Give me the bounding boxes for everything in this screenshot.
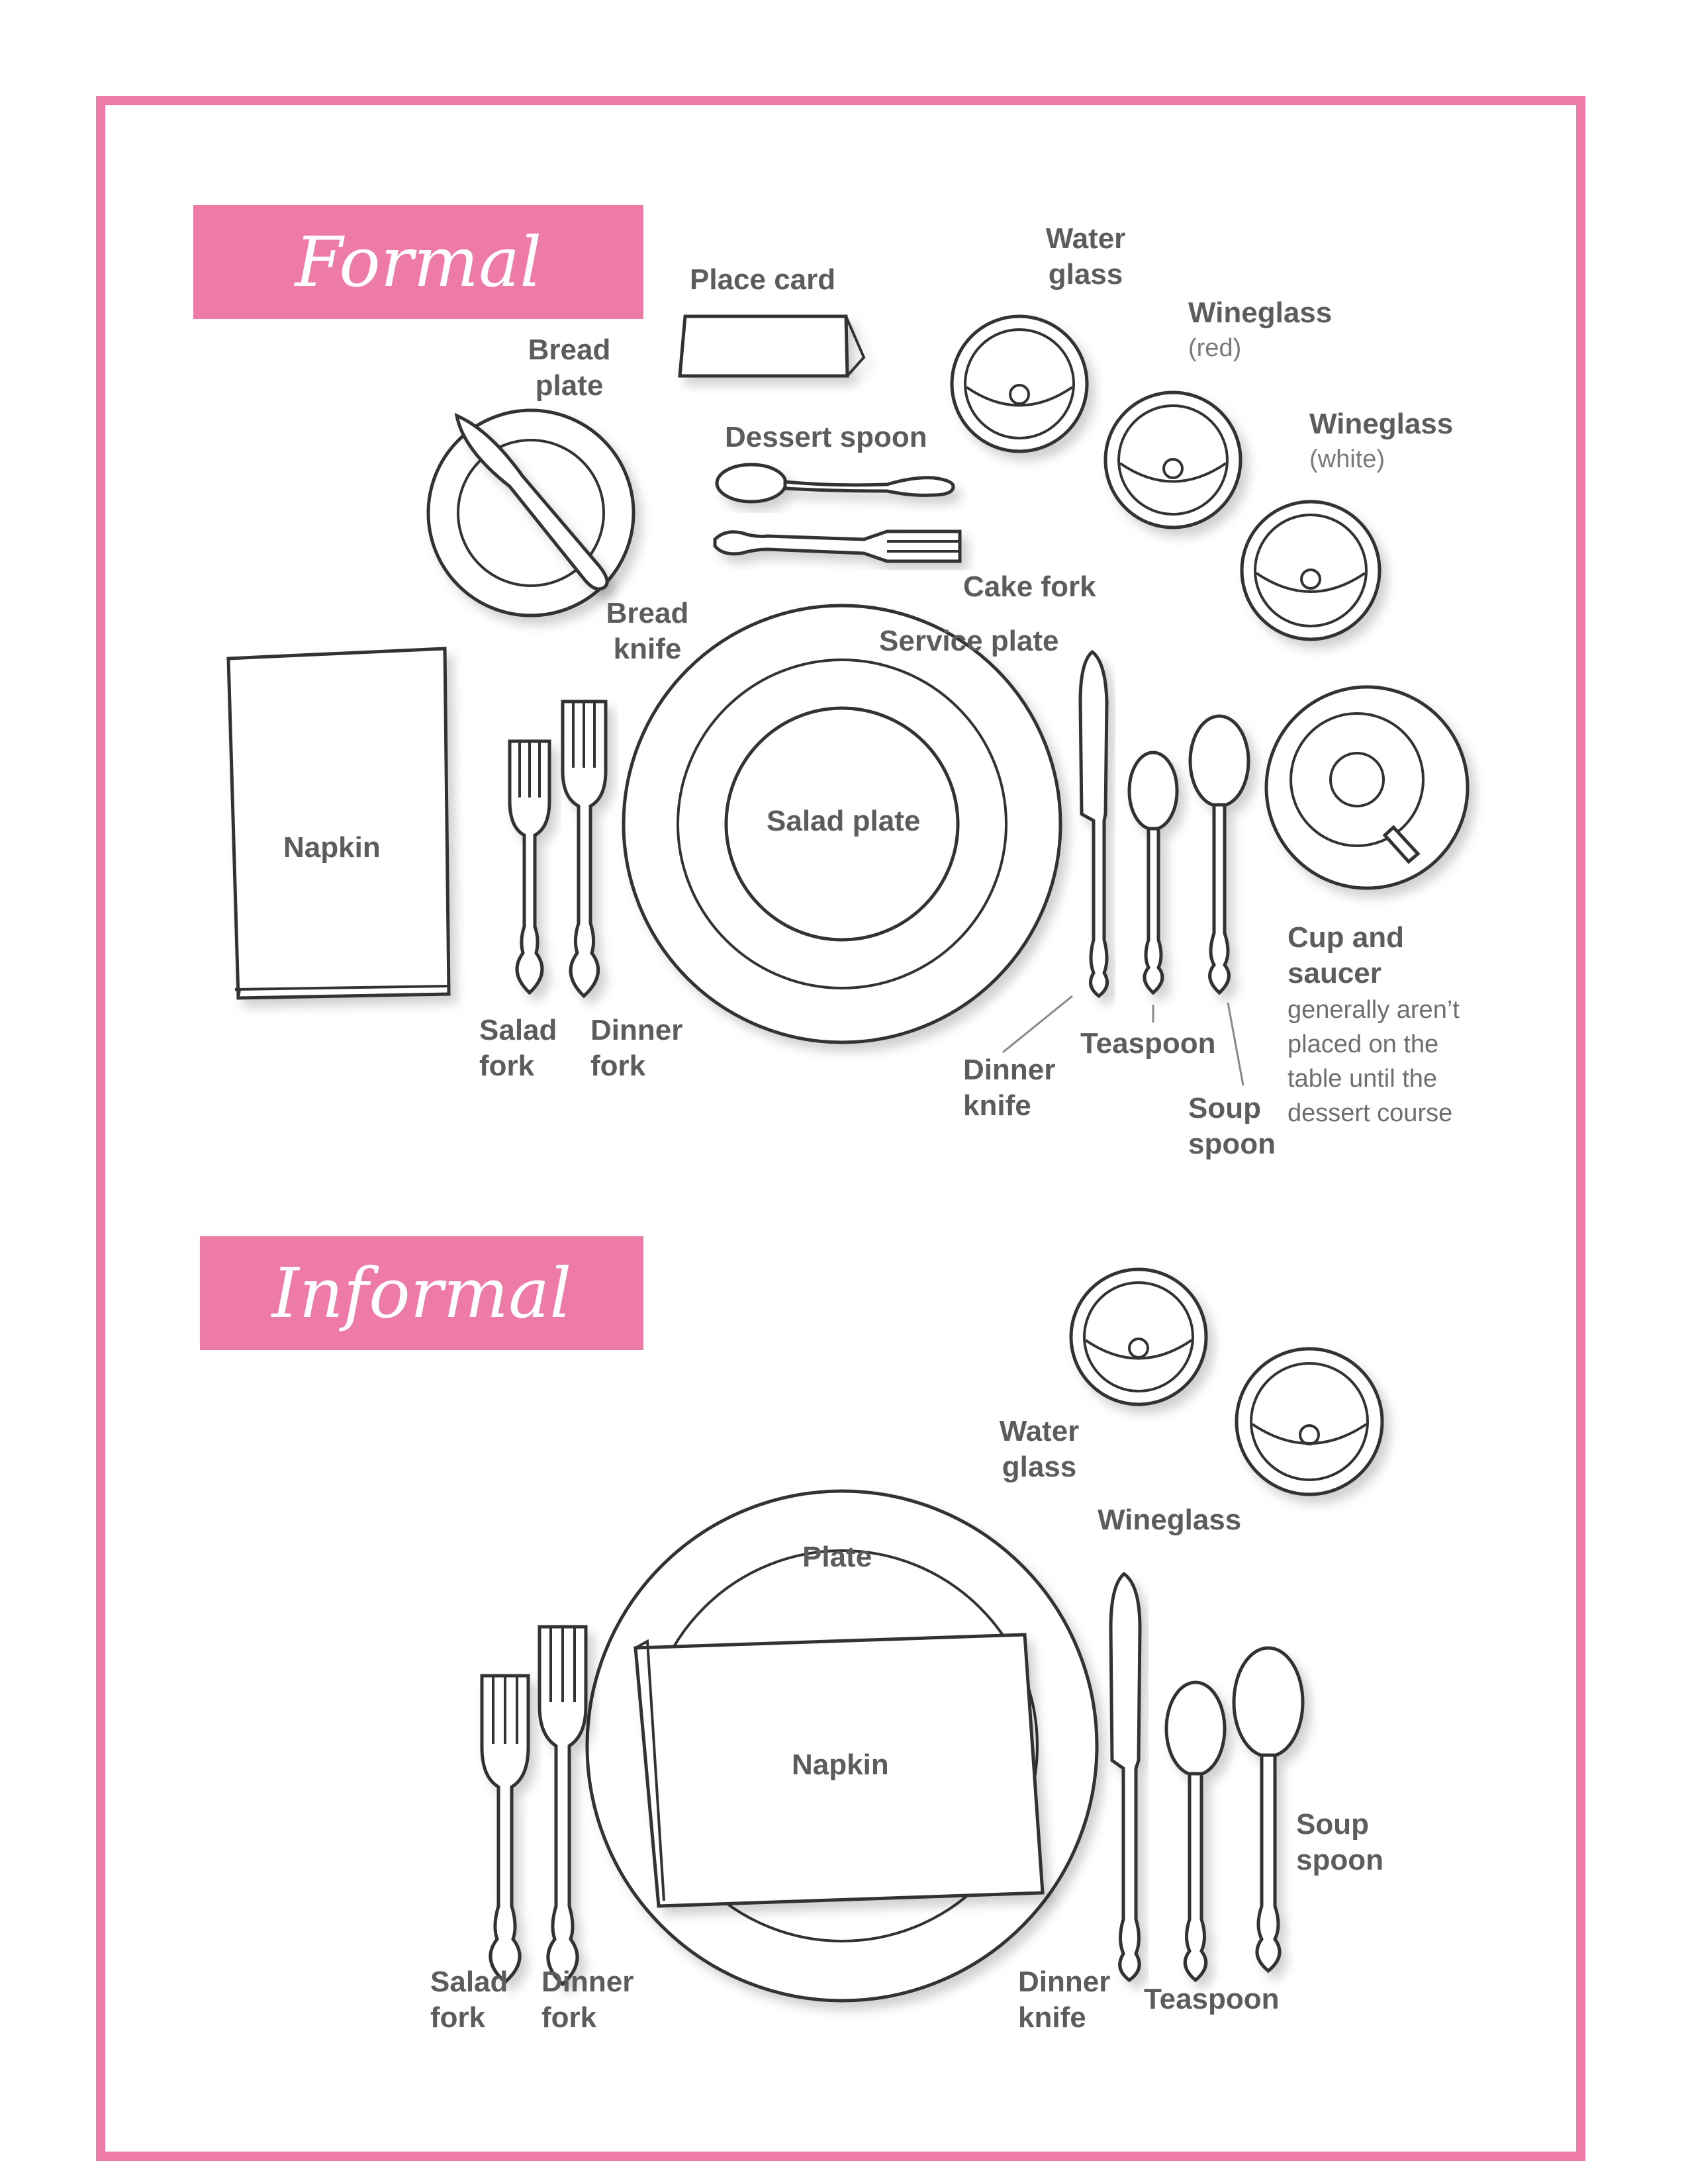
informal-napkin bbox=[633, 1633, 1045, 1908]
cup-and-saucer bbox=[1264, 685, 1470, 890]
place-card bbox=[678, 314, 866, 378]
label-cake-fork: Cake fork bbox=[963, 570, 1096, 603]
label-formal-soup-spoon: Soup spoon bbox=[1188, 1092, 1276, 1160]
label-informal-wineglass: Wineglass bbox=[1098, 1504, 1242, 1536]
informal-banner: Informal bbox=[200, 1236, 643, 1350]
label-wineglass-white-sub: (white) bbox=[1309, 445, 1385, 473]
informal-teaspoon bbox=[1164, 1680, 1227, 1983]
label-informal-dinner-knife: Dinner knife bbox=[1018, 1966, 1111, 2034]
formal-banner: Formal bbox=[193, 205, 643, 319]
formal-salad-fork bbox=[508, 739, 551, 995]
label-bread-plate: Bread plate bbox=[528, 334, 611, 402]
wineglass-red bbox=[1103, 390, 1243, 529]
cup-and-saucer-note: generally aren’t placed on the table unt… bbox=[1288, 996, 1460, 1127]
label-informal-soup-spoon: Soup spoon bbox=[1296, 1808, 1383, 1876]
informal-water-glass bbox=[1069, 1267, 1208, 1406]
informal-dinner-fork bbox=[538, 1625, 588, 1987]
dinner-knife-leader bbox=[1002, 995, 1073, 1054]
label-cup-and-saucer: Cup and saucer bbox=[1288, 921, 1404, 989]
informal-soup-spoon bbox=[1232, 1646, 1305, 1974]
label-informal-plate: Plate bbox=[802, 1541, 872, 1573]
label-informal-napkin: Napkin bbox=[792, 1749, 889, 1781]
formal-teaspoon bbox=[1127, 751, 1179, 995]
label-bread-knife: Bread knife bbox=[606, 597, 689, 665]
label-place-card: Place card bbox=[690, 263, 836, 296]
label-informal-teaspoon: Teaspoon bbox=[1144, 1983, 1280, 2015]
informal-dinner-knife bbox=[1109, 1571, 1142, 1983]
water-glass bbox=[950, 314, 1089, 453]
cake-fork bbox=[713, 529, 962, 563]
formal-napkin bbox=[226, 647, 451, 1000]
soup-spoon-leader bbox=[1227, 1002, 1244, 1086]
page-frame bbox=[96, 96, 1585, 2161]
label-water-glass: Water glass bbox=[1045, 222, 1126, 291]
formal-soup-spoon bbox=[1188, 714, 1250, 995]
label-dessert-spoon: Dessert spoon bbox=[725, 421, 927, 453]
label-formal-dinner-fork: Dinner fork bbox=[590, 1014, 683, 1082]
informal-salad-fork bbox=[480, 1674, 530, 1985]
label-wineglass-white: Wineglass bbox=[1309, 408, 1454, 440]
label-formal-teaspoon: Teaspoon bbox=[1080, 1027, 1216, 1060]
label-wineglass-red-sub: (red) bbox=[1188, 334, 1242, 362]
label-informal-water-glass: Water glass bbox=[999, 1415, 1080, 1483]
bread-knife bbox=[454, 412, 609, 591]
label-formal-napkin: Napkin bbox=[283, 831, 381, 864]
label-formal-salad-fork: Salad fork bbox=[479, 1014, 557, 1082]
label-service-plate: Service plate bbox=[879, 625, 1059, 657]
label-informal-salad-fork: Salad fork bbox=[430, 1966, 508, 2034]
label-salad-plate: Salad plate bbox=[767, 805, 921, 837]
informal-wineglass bbox=[1235, 1347, 1384, 1496]
label-formal-dinner-knife: Dinner knife bbox=[963, 1054, 1056, 1122]
label-informal-dinner-fork: Dinner fork bbox=[541, 1966, 634, 2034]
salad-plate bbox=[724, 706, 960, 942]
dessert-spoon bbox=[715, 463, 955, 504]
wineglass-white bbox=[1240, 500, 1382, 641]
formal-dinner-knife bbox=[1078, 649, 1109, 999]
label-wineglass-red: Wineglass bbox=[1188, 296, 1333, 329]
formal-dinner-fork bbox=[561, 700, 608, 999]
